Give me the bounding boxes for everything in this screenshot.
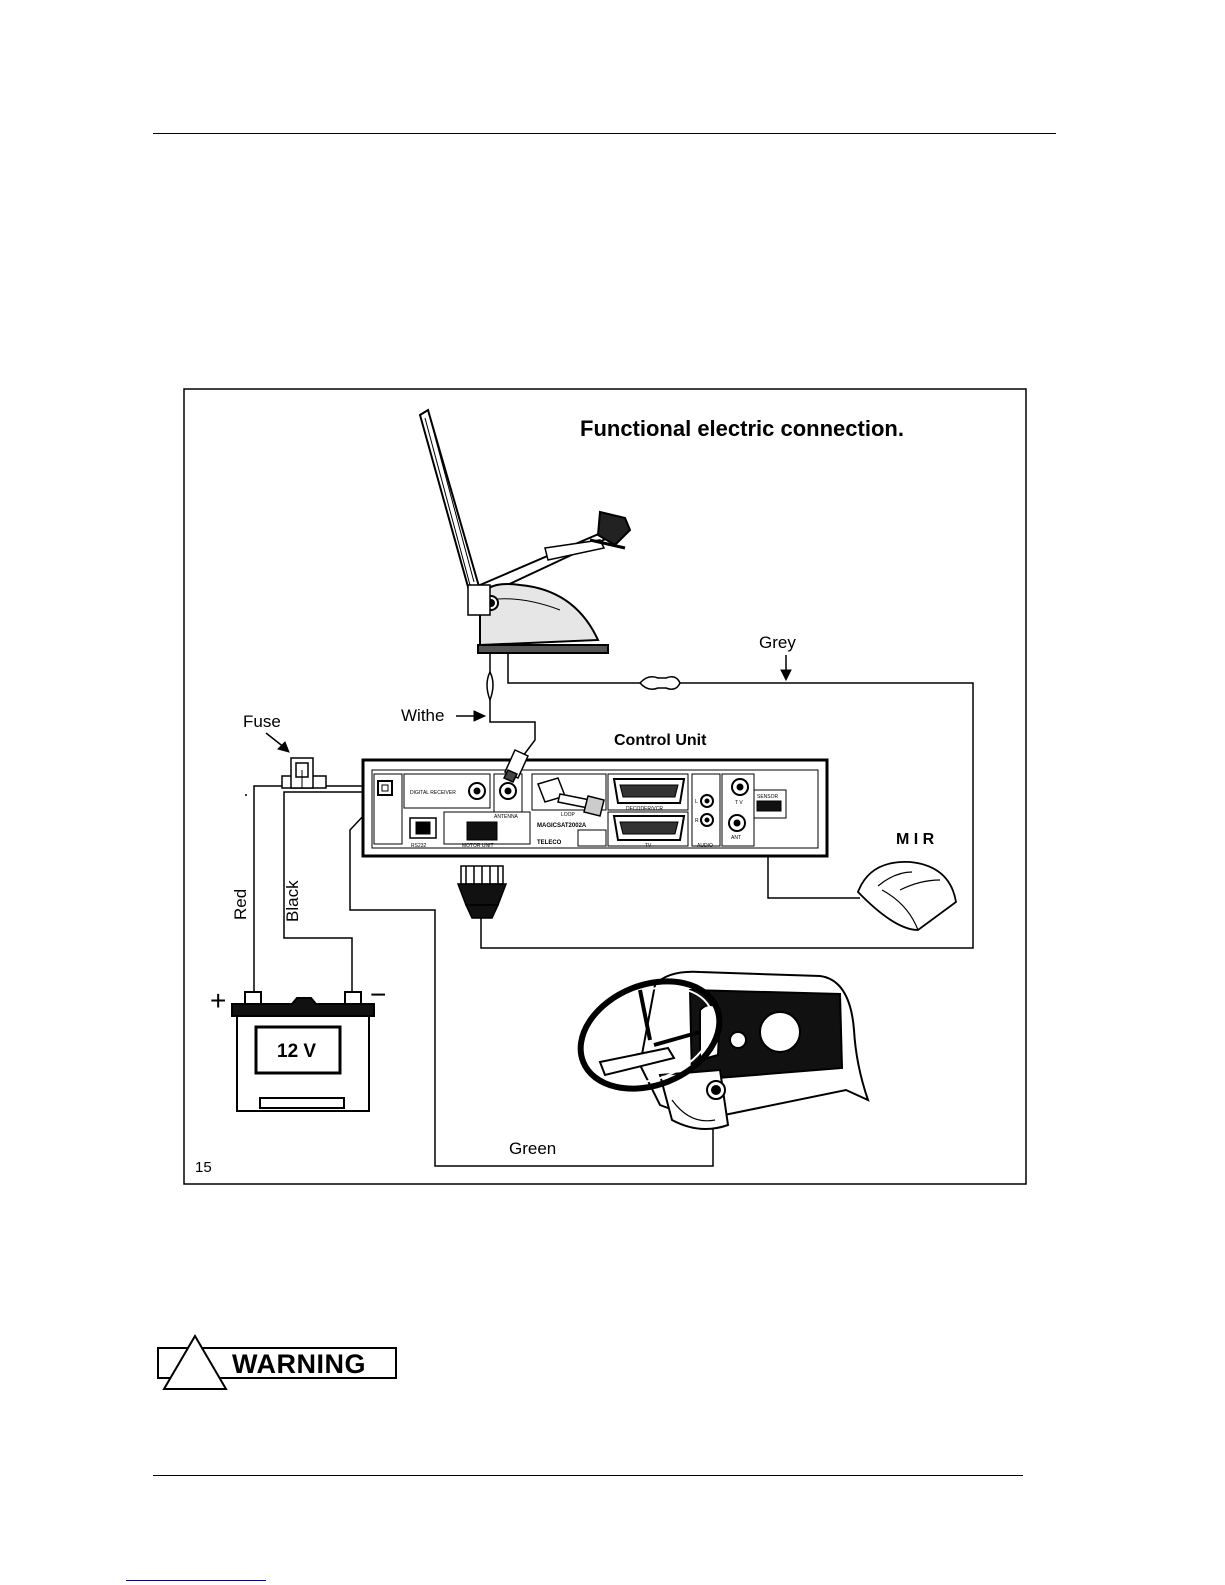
- dashboard-steering-wheel-icon: [565, 962, 868, 1129]
- grey-label: Grey: [759, 633, 796, 652]
- control-unit: [363, 760, 827, 856]
- audio-label: AUDIO: [697, 843, 713, 849]
- white-inline-connector: [487, 672, 493, 700]
- motor-unit-label: MOTOR UNIT: [462, 843, 494, 849]
- warning-label: WARNING: [232, 1347, 366, 1379]
- antenna-label: ANTENNA: [494, 814, 519, 820]
- mir-label: M I R: [896, 831, 935, 848]
- green-label: Green: [509, 1139, 556, 1158]
- battery-voltage: 12 V: [277, 1041, 316, 1062]
- audio-l-label: L: [695, 799, 698, 805]
- white-wire: [490, 653, 535, 760]
- audio-r-label: R: [695, 818, 699, 824]
- stray-dot: [245, 794, 247, 796]
- tv-scart-label: TV: [645, 843, 652, 849]
- grey-arrow: [781, 655, 791, 680]
- brand-label: TELECO: [537, 840, 562, 846]
- figure-number: 15: [195, 1159, 212, 1176]
- fuse-label: Fuse: [243, 712, 281, 731]
- warning-triangle-icon: [160, 1334, 230, 1392]
- ant-rf-label: ANT: [731, 835, 741, 841]
- red-label: Red: [231, 889, 250, 920]
- motor-unit-port: [467, 822, 497, 840]
- digital-receiver-label: DIGITAL RECEIVER: [410, 790, 456, 796]
- control-unit-label: Control Unit: [614, 732, 707, 749]
- black-label: Black: [283, 880, 302, 922]
- footnote-separator: [126, 1580, 266, 1581]
- figure-title: Functional electric connection.: [580, 416, 904, 441]
- decoder-label: DECODER/VCR: [626, 806, 663, 812]
- rs232-label: RS232: [411, 843, 427, 849]
- battery-plus: +: [210, 985, 226, 1016]
- tv-rf-label: T V: [735, 800, 743, 806]
- motor-connector-icon: [458, 866, 506, 918]
- loop-label: LOOP: [561, 812, 576, 818]
- model-label: MAGICSAT2002A: [537, 823, 587, 829]
- battery-minus: −: [370, 979, 386, 1010]
- withe-arrow: [456, 711, 485, 721]
- withe-label: Withe: [401, 706, 444, 725]
- grey-inline-connector: [640, 677, 680, 689]
- fuse-icon: [282, 758, 326, 788]
- satellite-antenna-icon: [420, 410, 630, 653]
- mir-sensor-icon: [858, 862, 956, 930]
- sensor-port: [757, 801, 781, 811]
- sensor-label: SENSOR: [757, 794, 779, 800]
- fuse-arrow: [266, 733, 289, 752]
